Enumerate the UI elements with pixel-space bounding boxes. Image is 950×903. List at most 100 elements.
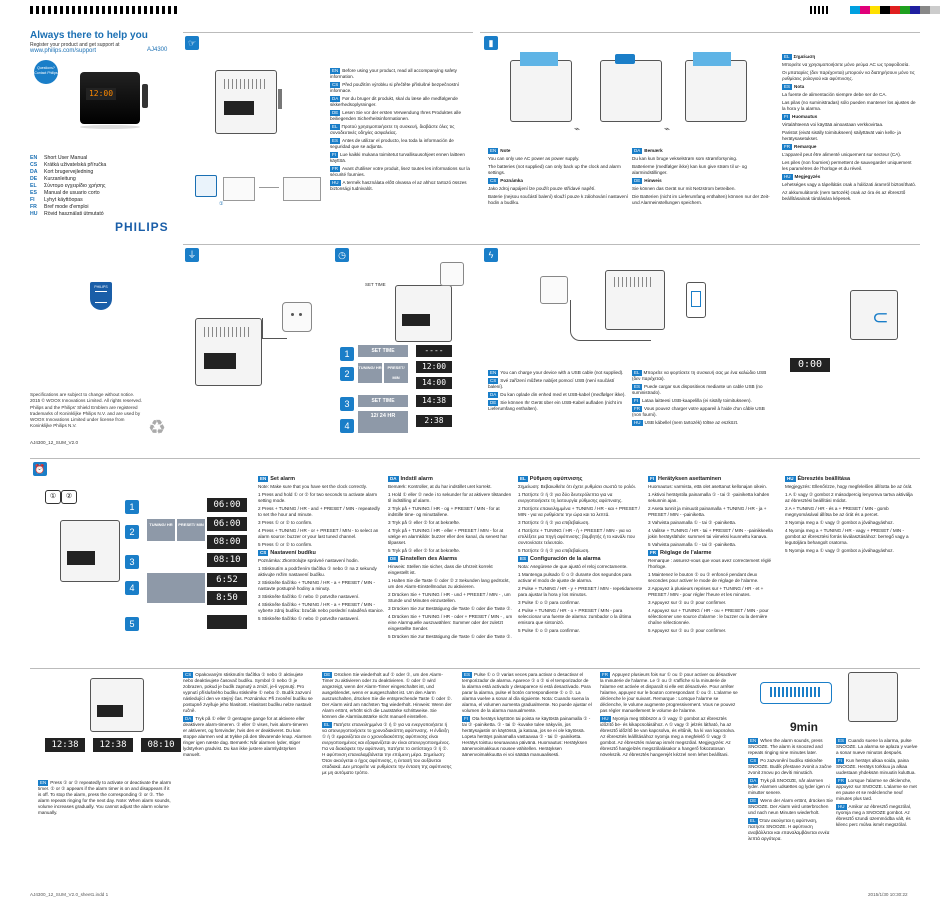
alarm-step-5: 5 (125, 617, 139, 631)
twelve-24-hr-button[interactable]: 12/ 24 HR (358, 411, 408, 433)
read-manual-icon: ☞ (185, 36, 199, 50)
alarm-steps-graphic: 1 06:00 2 TUNING/ HR PRESET/ MIN 06:00 0… (125, 495, 250, 665)
alarm-preset-min-button[interactable]: PRESET/ MIN (177, 519, 205, 541)
product-display: 12:00 (86, 88, 116, 100)
alarm-lcd-6: 8:50 (207, 591, 247, 605)
lightning-icon: ϟ (484, 248, 498, 262)
alarm-clock-icon: ⏰ (33, 462, 47, 476)
power-cable (262, 318, 287, 339)
section-divider (183, 32, 473, 33)
model-number: AJ4300 (147, 47, 168, 53)
brand-wordmark: PHILIPS (115, 220, 169, 234)
step-4-marker: 4 (340, 419, 354, 433)
usb-cable (570, 300, 651, 341)
alarm-step-3: 3 (125, 555, 139, 569)
device-knob (278, 89, 282, 109)
alarm-step-4: 4 (125, 581, 139, 595)
question-badge-text: Questions? Contact Philips (34, 66, 58, 75)
timer-lcd-2: 12:38 (93, 738, 133, 752)
settime-lcd-5: 2:38 (416, 415, 452, 427)
usb-side-device: ⊂ (850, 290, 910, 350)
product-knob (142, 84, 148, 108)
section-divider (183, 244, 920, 245)
settime-plug-image: SET TIME (365, 282, 386, 287)
registration-marks (30, 6, 950, 16)
tuning-hr-button[interactable]: TUNING/ HR (358, 363, 382, 383)
clock-icon: ◷ (335, 248, 349, 262)
settime-lcd-2: 12:00 (416, 361, 452, 373)
settime-device-image (395, 285, 452, 342)
set-time-label-1: SET TIME (358, 345, 408, 357)
alarm-lcd-2: 06:00 (207, 517, 247, 531)
safety-device-image (215, 70, 282, 134)
preset-min-button[interactable]: PRESET/ MIN (384, 363, 408, 383)
philips-shield-icon: PHILIPS (90, 282, 112, 310)
settime-steps: 1 SET TIME ---- 2 TUNING/ HR PRESET/ MIN… (340, 345, 475, 455)
recycle-icon: ♻ (148, 417, 166, 439)
timer-lcd-row: 12:38 12:38 08:10 (45, 738, 185, 754)
footer-date: 2015/1/30 10:30:22 (868, 892, 908, 897)
cover-panel: Always there to help you Register your p… (30, 30, 180, 450)
timer-device-image (90, 678, 144, 732)
settime-lcd-3: 14:00 (416, 377, 452, 389)
settime-wall-socket (440, 262, 464, 286)
usb-device-image (605, 270, 665, 330)
section-divider (480, 32, 920, 33)
alarm-lcd-3: 08:00 (207, 535, 247, 549)
snooze-duration: 9min (790, 720, 819, 734)
legal-code: AJ4300_12_SUM_V2.0 (30, 440, 79, 445)
phone-image (686, 282, 706, 318)
section-divider (30, 458, 920, 459)
safety-leaflet-illustration: ① (195, 175, 325, 207)
alarm-source-buttons[interactable] (147, 573, 205, 603)
alarm-step-2: 2 (125, 525, 139, 539)
alarm-device-image (60, 520, 120, 582)
set-time-label-2: SET TIME (358, 395, 408, 407)
alarm-lcd-4: 08:10 (207, 553, 247, 567)
usb-display: 0:00 (790, 358, 830, 372)
battery-icon: ▮ (484, 36, 498, 50)
usb-wall-socket (540, 276, 568, 304)
alarm-buttons-image: ① ② (45, 490, 85, 504)
register-line: Register your product and get support at (30, 42, 120, 48)
power-plug-icon: ⏚ (185, 248, 199, 262)
settime-lcd-4: 14:38 (416, 395, 452, 407)
step-3-marker: 3 (340, 397, 354, 411)
step-1-marker: 1 (340, 347, 354, 361)
device-vent (224, 79, 268, 89)
tagline: Always there to help you (30, 30, 148, 41)
alarm-lcd-5: 6:52 (207, 573, 247, 587)
alarm-tuning-hr-button[interactable]: TUNING/ HR (147, 519, 175, 541)
timer-lcd-3: 08:10 (141, 738, 181, 752)
support-url[interactable]: www.philips.com/support (30, 48, 97, 54)
product-shadow (80, 125, 140, 129)
alarm-lcd-7 (207, 615, 247, 629)
power-device-image (195, 318, 262, 386)
section-divider (30, 668, 920, 669)
